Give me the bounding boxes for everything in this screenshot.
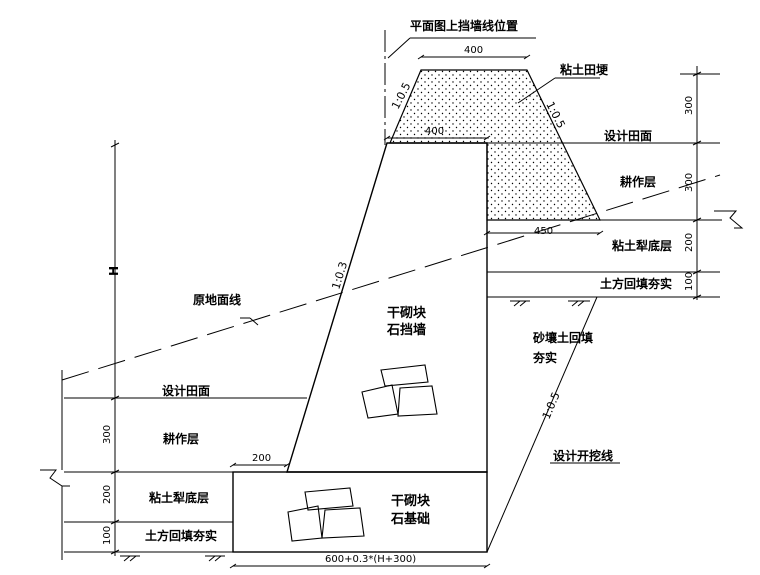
plan-wall-line-label: 平面图上挡墙线位置 xyxy=(410,18,518,33)
excavation-line xyxy=(486,296,598,553)
dim-wall-top: 400 xyxy=(425,126,444,137)
left-backfill-label: 土方回填夯实 xyxy=(145,528,217,543)
design-excavation-label: 设计开挖线 xyxy=(553,448,613,463)
original-ground-label: 原地面线 xyxy=(193,292,241,307)
right-design-field-label: 设计田面 xyxy=(604,128,652,143)
right-plough-layer-label: 耕作层 xyxy=(620,174,656,189)
left-plough-layer-label: 耕作层 xyxy=(163,431,199,446)
clay-ridge-hatch xyxy=(389,69,601,221)
right-clay-pan-label: 粘土犁底层 xyxy=(612,238,672,253)
dim-ridge-base: 450 xyxy=(534,226,553,237)
left-clay-pan-label: 粘土犁底层 xyxy=(149,490,209,505)
sand-backfill-label-1: 砂壤土回填 xyxy=(532,330,593,345)
dim-ridge-top: 400 xyxy=(464,45,483,56)
dim-right-300-b: 300 xyxy=(684,173,695,192)
right-backfill-label: 土方回填夯实 xyxy=(600,276,672,291)
foundation-stones-icon xyxy=(287,487,365,542)
dim-base-width: 600+0.3*(H+300) xyxy=(325,554,416,565)
foundation-label-1: 干砌块 xyxy=(391,493,431,509)
dim-left-100: 100 xyxy=(102,526,113,545)
original-ground-line xyxy=(61,174,721,381)
dim-right-300-a: 300 xyxy=(684,96,695,115)
height-symbol: H xyxy=(107,266,121,276)
dim-right-100: 100 xyxy=(684,272,695,291)
foundation-block xyxy=(232,471,488,553)
slope-excavation: 1:0.5 xyxy=(540,390,563,421)
dim-toe: 200 xyxy=(252,453,271,464)
sand-backfill-label-2: 夯实 xyxy=(532,350,557,365)
dim-right-200: 200 xyxy=(684,233,695,252)
dim-left-300: 300 xyxy=(102,425,113,444)
clay-ridge-label: 粘土田埂 xyxy=(560,62,609,77)
wall-label-1: 干砌块 xyxy=(387,305,427,321)
wall-label-2: 石挡墙 xyxy=(386,322,426,338)
wall-stones-icon xyxy=(361,364,438,419)
dim-left-200: 200 xyxy=(102,485,113,504)
ground-hatch-marks xyxy=(120,300,590,562)
left-design-field-label: 设计田面 xyxy=(162,383,210,398)
foundation-label-2: 石基础 xyxy=(390,511,430,527)
